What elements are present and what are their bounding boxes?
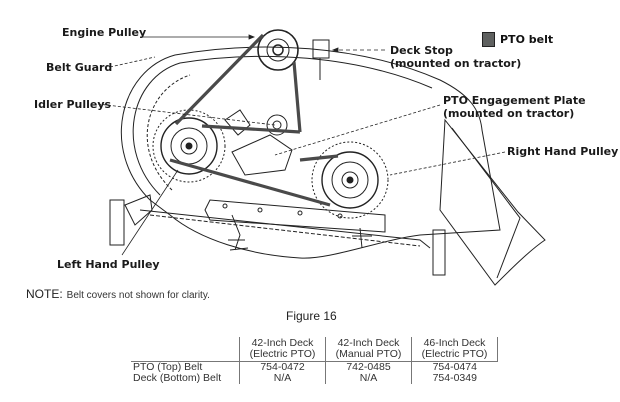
note-prefix: NOTE: xyxy=(26,287,63,301)
pto-plate-title: PTO Engagement Plate xyxy=(443,94,586,107)
column-header-line1: 46-Inch Deck xyxy=(423,337,486,349)
table-cell: N/A xyxy=(325,373,412,384)
label-idler-pulleys: Idler Pulleys xyxy=(34,98,112,111)
label-pto-engagement-plate: PTO Engagement Plate (mounted on tractor… xyxy=(443,94,586,120)
deck-housing xyxy=(120,46,501,259)
note: NOTE:Belt covers not shown for clarity. xyxy=(26,287,210,301)
deck-stop-note: (mounted on tractor) xyxy=(390,57,522,70)
label-belt-guard: Belt Guard xyxy=(46,61,113,74)
deck-frame-bar xyxy=(204,199,386,233)
deck-front-edge-2 xyxy=(149,214,421,247)
row-header: PTO (Top) Belt xyxy=(133,361,203,373)
idler-bracket xyxy=(224,109,251,136)
table-cell: 754-0472 xyxy=(239,361,326,373)
belt-part-table: 42-Inch Deck(Electric PTO) 42-Inch Deck(… xyxy=(131,337,498,384)
pto-plate-note: (mounted on tractor) xyxy=(443,107,575,120)
table-corner xyxy=(131,337,240,362)
table-cell: 742-0485 xyxy=(325,361,412,373)
column-header: 42-Inch Deck(Electric PTO) xyxy=(239,337,326,362)
right-gauge-wheel xyxy=(432,229,446,276)
deck-rim-2 xyxy=(146,74,191,191)
table-row: Deck (Bottom) Belt N/A N/A 754-0349 xyxy=(131,373,498,384)
leader-pto-plate xyxy=(274,104,441,156)
table-cell: N/A xyxy=(239,373,326,384)
column-header-line2: (Electric PTO) xyxy=(421,348,488,360)
pto-belt xyxy=(169,33,339,207)
label-deck-stop: Deck Stop (mounted on tractor) xyxy=(390,44,521,70)
idler-pulley xyxy=(266,114,288,136)
left-hand-pulley xyxy=(160,117,218,175)
label-right-hand-pulley: Right Hand Pulley xyxy=(507,145,619,158)
pto-engagement-plate xyxy=(231,134,293,176)
hanger-link xyxy=(228,214,249,251)
left-wheel-bracket xyxy=(124,194,153,226)
legend: PTO belt xyxy=(482,32,553,47)
deck-stop-title: Deck Stop xyxy=(390,44,453,57)
leader-belt-guard xyxy=(109,56,156,68)
legend-label: PTO belt xyxy=(500,33,554,46)
engine-pulley xyxy=(257,29,299,71)
table-header-row: 42-Inch Deck(Electric PTO) 42-Inch Deck(… xyxy=(131,337,498,362)
label-engine-pulley: Engine Pulley xyxy=(62,26,147,39)
right-hand-pulley xyxy=(321,151,379,209)
discharge-chute xyxy=(439,118,546,286)
column-header-line1: 42-Inch Deck xyxy=(337,337,400,349)
table-cell: 754-0349 xyxy=(411,373,498,384)
column-header-line2: (Manual PTO) xyxy=(335,348,402,360)
deck-inner-rim xyxy=(132,55,433,196)
figure-caption: Figure 16 xyxy=(286,309,337,323)
leader-right-hand-pulley xyxy=(389,151,506,176)
table-row: PTO (Top) Belt 754-0472 742-0485 754-047… xyxy=(131,361,498,373)
legend-swatch-pto-belt xyxy=(482,32,495,47)
leader-left-hand-pulley xyxy=(121,169,179,256)
deck-front-edge xyxy=(139,209,431,249)
deck-stop xyxy=(312,39,330,59)
label-left-hand-pulley: Left Hand Pulley xyxy=(57,258,160,271)
table-cell: 754-0474 xyxy=(411,361,498,373)
row-header: Deck (Bottom) Belt xyxy=(133,372,222,384)
note-text: Belt covers not shown for clarity. xyxy=(66,290,210,301)
column-header: 42-Inch Deck(Manual PTO) xyxy=(325,337,412,362)
column-header-line1: 42-Inch Deck xyxy=(251,337,314,349)
column-header: 46-Inch Deck(Electric PTO) xyxy=(411,337,498,362)
column-header-line2: (Electric PTO) xyxy=(249,348,316,360)
left-gauge-wheel xyxy=(109,199,125,246)
